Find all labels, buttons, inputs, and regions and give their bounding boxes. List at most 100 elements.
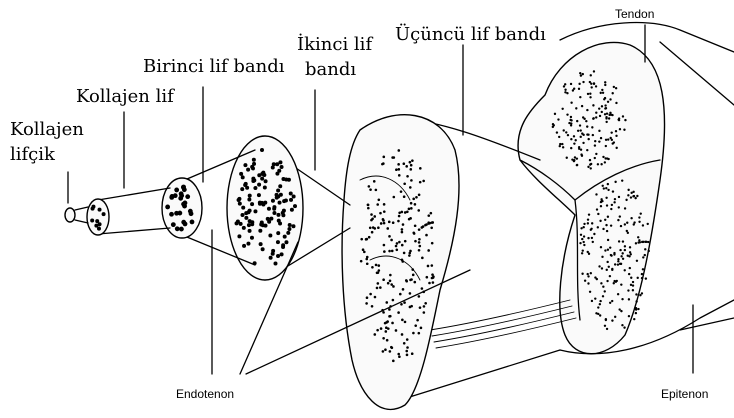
fiber-dot [606, 261, 608, 263]
fiber-dot [278, 184, 282, 188]
label-tendon: Tendon [615, 7, 654, 21]
fiber-dot [409, 292, 412, 295]
fiber-dot [379, 286, 382, 289]
fiber-dot [593, 233, 595, 235]
fiber-dot [382, 218, 385, 221]
fiber-dot [414, 240, 417, 243]
fiber-dot [418, 241, 421, 244]
fiber-dot [406, 346, 409, 349]
fiber-dot [615, 281, 617, 283]
fiber-dot [432, 276, 435, 279]
fiber-dot [579, 124, 581, 126]
fiber-dot [601, 105, 603, 107]
fiber-dot [261, 202, 265, 206]
fiber-dot [632, 195, 634, 197]
label-endotenon: Endotenon [176, 387, 234, 401]
fiber-dot [606, 230, 608, 232]
fiber-dot [390, 283, 393, 286]
fiber-dot [615, 102, 617, 104]
fiber-dot [618, 308, 620, 310]
fiber-dot [587, 166, 589, 168]
fiber-dot [629, 267, 631, 269]
fiber-dot [410, 207, 413, 210]
fiber-dot [624, 207, 626, 209]
fiber-dot [624, 223, 626, 225]
fiber-dot [378, 198, 381, 201]
fiber-dot [624, 245, 626, 247]
fiber-dot [589, 93, 591, 95]
fiber-dot [590, 228, 592, 230]
fiber-dot [597, 163, 599, 165]
fiber-dot [563, 85, 565, 87]
fiber-dot [579, 72, 581, 74]
fiber-dot [581, 252, 583, 254]
fiber-dot [371, 266, 374, 269]
fiber-dot [432, 281, 435, 284]
fiber-dot [423, 305, 426, 308]
fiber-dot [590, 272, 592, 274]
fiber-dot [627, 189, 629, 191]
fiber-dot [635, 293, 637, 295]
fiber-dot [570, 102, 572, 104]
fiber-dot [431, 242, 434, 245]
fiber-dot [564, 91, 566, 93]
fiber-dot [610, 131, 612, 133]
fiber-dot [579, 242, 581, 244]
fiber-dot [617, 258, 619, 260]
fiber-dot [409, 217, 412, 220]
fiber-dot [418, 193, 421, 196]
fiber-dot [605, 139, 607, 141]
fiber-dot [605, 319, 607, 321]
fiber-dot [633, 221, 635, 223]
fiber-dot [246, 168, 250, 172]
fiber-dot [604, 290, 606, 292]
fiber-dot [590, 163, 592, 165]
fiber-dot [374, 296, 377, 299]
fiber-dot [554, 113, 556, 115]
fiber-dot [635, 308, 637, 310]
fiber-dot [591, 126, 593, 128]
fiber-dot [632, 281, 634, 283]
fiber-dot [604, 107, 606, 109]
fiber-dot [259, 242, 263, 246]
fiber-dot [604, 104, 606, 106]
fiber-dot [581, 155, 583, 157]
fiber-dot [591, 222, 593, 224]
fiber-dot [427, 221, 430, 224]
fiber-dot [582, 116, 584, 118]
fiber-dot [600, 92, 602, 94]
fiber-dot [619, 128, 621, 130]
fiber-dot [586, 109, 588, 111]
fiber-dot [243, 183, 247, 187]
fiber-dot [617, 293, 619, 295]
fiber-dot [375, 264, 378, 267]
fiber-dot [171, 222, 176, 227]
fiber-dot [635, 300, 637, 302]
fiber-dot [382, 278, 385, 281]
fiber-dot [272, 162, 276, 166]
fiber-dot [583, 244, 585, 246]
fiber-dot [586, 125, 588, 127]
fiber-dot [564, 83, 566, 85]
fiber-dot [627, 255, 629, 257]
fiber-dot [625, 199, 627, 201]
fiber-dot [417, 209, 420, 212]
fiber-dot [252, 158, 256, 162]
fiber-dot [634, 197, 636, 199]
fiber-dot [289, 198, 293, 202]
fiber-dot [604, 81, 606, 83]
fiber-dot [594, 157, 596, 159]
fiber-dot [629, 246, 631, 248]
fiber-dot [405, 165, 408, 168]
fiber-dot [240, 187, 244, 191]
fiber-dot [580, 227, 582, 229]
fiber-dot [382, 156, 385, 159]
fiber-dot [614, 263, 616, 265]
fiber-dot [418, 228, 421, 231]
fiber-dot [590, 86, 592, 88]
fiber-dot [601, 200, 603, 202]
fiber-dot [385, 321, 388, 324]
tendon-body [518, 23, 734, 354]
fiber-dot [102, 212, 106, 216]
